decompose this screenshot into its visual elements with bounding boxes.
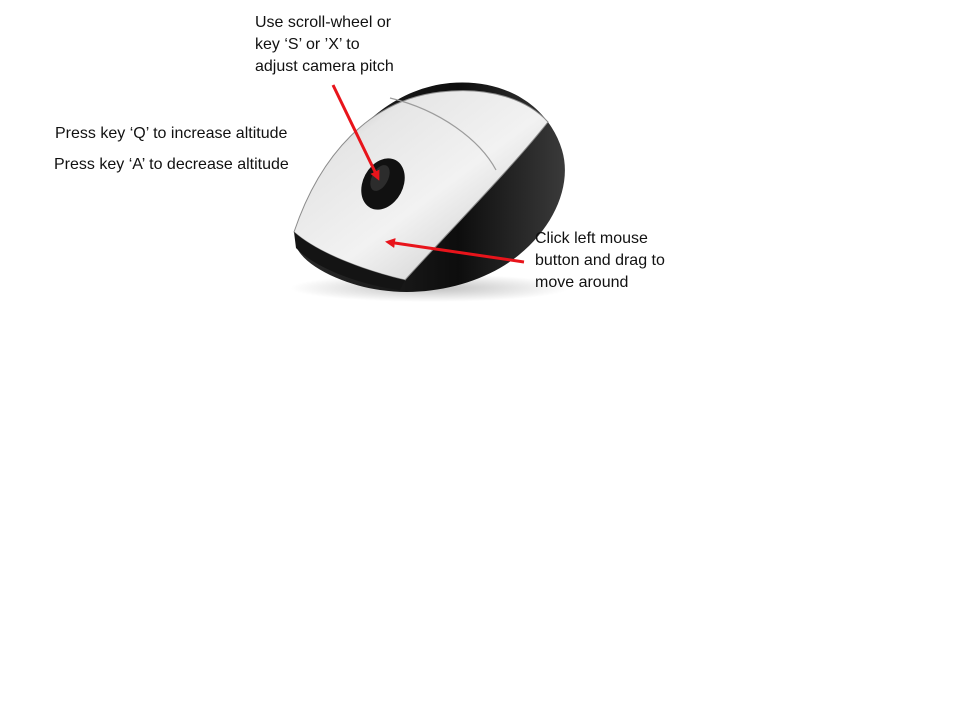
drag-instruction-line: move around bbox=[535, 274, 629, 291]
decrease-altitude-instruction: Press key ‘A’ to decrease altitude bbox=[54, 156, 289, 173]
scroll-instruction: Use scroll-wheel or key ‘S’ or ’X’ to ad… bbox=[255, 12, 394, 78]
scroll-instruction-line: adjust camera pitch bbox=[255, 58, 394, 75]
drag-instruction: Click left mouse button and drag to move… bbox=[535, 228, 665, 294]
mouse-button-split bbox=[389, 97, 497, 171]
scroll-instruction-line: Use scroll-wheel or bbox=[255, 14, 392, 31]
drag-instruction-line: button and drag to bbox=[535, 252, 665, 269]
increase-altitude-instruction: Press key ‘Q’ to increase altitude bbox=[55, 125, 288, 142]
mouse-front-edge bbox=[294, 232, 405, 290]
drag-instruction-line: Click left mouse bbox=[535, 230, 648, 247]
drag-arrow bbox=[385, 238, 525, 264]
scroll-instruction-line: key ‘S’ or ’X’ to bbox=[255, 36, 360, 53]
scroll-arrow bbox=[331, 84, 380, 181]
